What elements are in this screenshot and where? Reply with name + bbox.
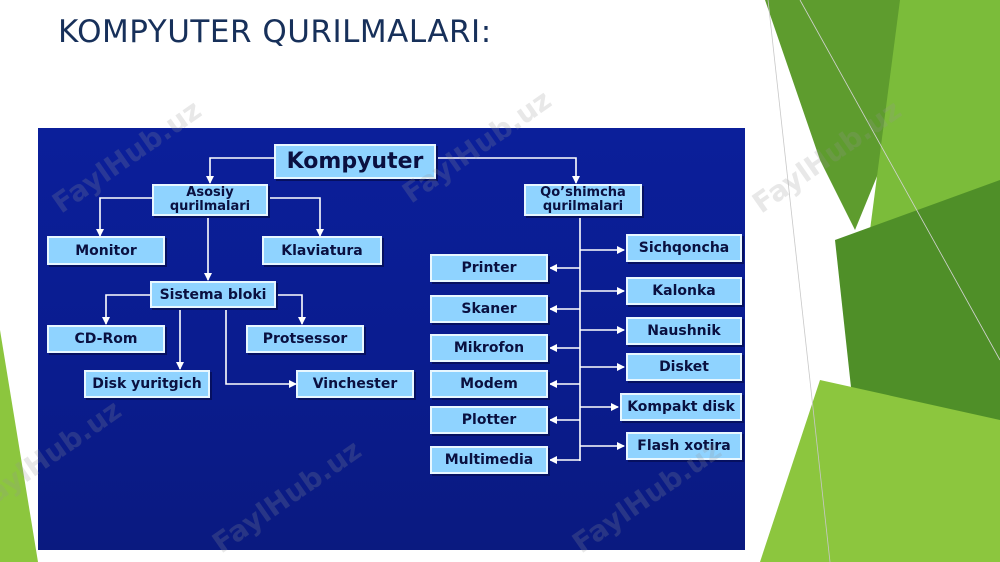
left-green-triangle: [0, 330, 38, 562]
node-asosiy: Asosiy qurilmalari: [152, 184, 268, 216]
node-qoshimcha-line2: qurilmalari: [542, 199, 624, 214]
node-cd-rom: CD-Rom: [47, 325, 165, 353]
deco-line: [767, 0, 831, 562]
node-monitor: Monitor: [47, 236, 165, 265]
node-skaner: Skaner: [430, 295, 548, 323]
right-green-band-dark: [765, 0, 900, 230]
node-printer: Printer: [430, 254, 548, 282]
node-kompyuter: Kompyuter: [274, 144, 436, 179]
node-qoshimcha-line1: Qo’shimcha: [540, 185, 626, 200]
line-root-asosiy: [206, 157, 274, 184]
right-green-tip: [760, 380, 1000, 562]
line-sistema-vinchester: [225, 308, 297, 388]
line-root-qoshimcha: [436, 157, 580, 184]
node-multimedia: Multimedia: [430, 446, 548, 474]
node-flash-xotira: Flash xotira: [626, 432, 742, 460]
node-klaviatura: Klaviatura: [262, 236, 382, 265]
node-mikrofon: Mikrofon: [430, 334, 548, 362]
line-asosiy-monitor: [96, 197, 154, 237]
node-plotter: Plotter: [430, 406, 548, 434]
node-kalonka: Kalonka: [626, 277, 742, 305]
node-sistema-bloki: Sistema bloki: [150, 281, 276, 308]
node-disk-yuritgich: Disk yuritgich: [84, 370, 210, 398]
node-modem: Modem: [430, 370, 548, 398]
node-asosiy-line1: Asosiy: [186, 185, 234, 200]
line-sistema-cdrom: [102, 294, 152, 325]
node-kompakt-disk: Kompakt disk: [620, 393, 742, 421]
node-sichqoncha: Sichqoncha: [626, 234, 742, 262]
line-asosiy-klaviatura: [268, 197, 324, 237]
deco-line: [799, 0, 1000, 361]
node-qoshimcha: Qo’shimcha qurilmalari: [524, 184, 642, 216]
node-vinchester: Vinchester: [296, 370, 414, 398]
node-disket: Disket: [626, 353, 742, 381]
node-naushnik: Naushnik: [626, 317, 742, 345]
connector-lines: [96, 157, 625, 464]
node-asosiy-line2: qurilmalari: [169, 199, 251, 214]
line-sistema-protsessor: [276, 294, 306, 325]
slide-title: KOMPYUTER QURILMALARI:: [58, 14, 492, 50]
node-protsessor: Protsessor: [246, 325, 364, 353]
device-diagram: Kompyuter Asosiy qurilmalari Qo’shimcha …: [38, 128, 745, 550]
